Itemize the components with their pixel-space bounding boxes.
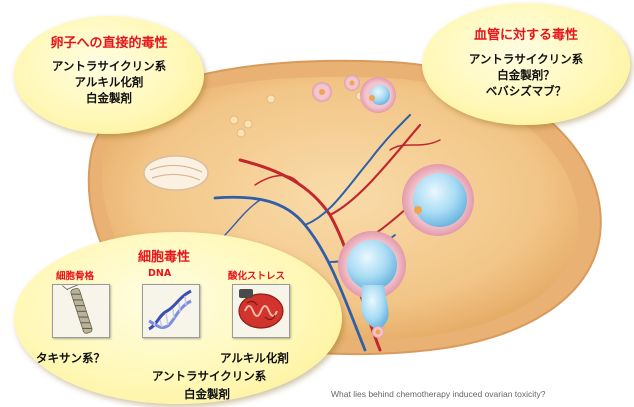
cyto-drug-1: タキサン系？: [36, 350, 105, 366]
cytotoxicity-title: 細胞毒性: [138, 246, 190, 265]
follicle-preantral: [360, 77, 396, 113]
oocyte-drug-2: アルキル化剤: [14, 74, 204, 90]
oocyte-drug-3: 白金製剤: [14, 90, 204, 106]
figure-caption: What lies behind chemotherapy induced ov…: [331, 389, 546, 399]
mitochondria-panel: [232, 284, 290, 338]
oocyte-toxicity-title: 卵子への直接的毒性: [14, 32, 204, 51]
vascular-toxicity-title: 血管に対する毒性: [422, 24, 630, 43]
dna-helix-icon: [143, 285, 199, 337]
cyto-drug-4: 白金製剤: [184, 386, 230, 402]
oocyte-drug-1: アントラサイクリン系: [14, 58, 204, 74]
vascular-drug-1: アントラサイクリン系: [422, 51, 630, 67]
panel-label-dna: DNA: [148, 268, 171, 279]
corpus-albicans: [144, 156, 208, 190]
microtubule-panel: [52, 284, 110, 338]
vascular-toxicity-bubble: 血管に対する毒性 アントラサイクリン系 白金製剤？ ベバシズマブ？: [422, 3, 630, 125]
dna-panel: [142, 284, 200, 338]
oocyte-toxicity-bubble: 卵子への直接的毒性 アントラサイクリン系 アルキル化剤 白金製剤: [14, 16, 204, 134]
vascular-drug-2: 白金製剤？: [422, 67, 630, 83]
vascular-drug-3: ベバシズマブ？: [422, 83, 630, 99]
panel-label-cytoskeleton: 細胞骨格: [56, 268, 94, 282]
cyto-drug-3: アントラサイクリン系: [152, 368, 266, 384]
follicle-antral: [402, 164, 474, 236]
mitochondria-icon: [233, 285, 289, 337]
microtubule-icon: [53, 285, 109, 337]
cytotoxicity-bubble: 細胞毒性 細胞骨格 DNA 酸化ストレス タキサン系？ アルキル化剤 アントラサ…: [14, 232, 342, 404]
panel-label-oxidative-stress: 酸化ストレス: [228, 268, 285, 282]
cyto-drug-2: アルキル化剤: [220, 350, 289, 366]
